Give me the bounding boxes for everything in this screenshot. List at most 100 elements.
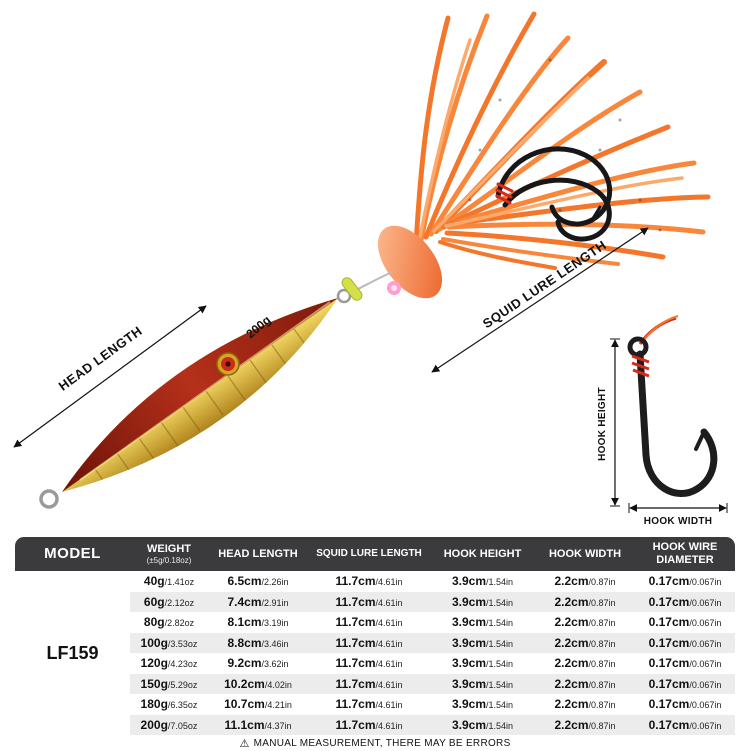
cell-subvalue: /4.61in <box>375 638 403 649</box>
cell-subvalue: /4.61in <box>375 577 403 588</box>
table-cell-squid: 11.7cm/4.61in <box>308 572 430 590</box>
connector <box>336 271 393 304</box>
footer-notice: ⚠ MANUAL MEASUREMENT, THERE MAY BE ERROR… <box>15 735 735 751</box>
skirt-speckles <box>468 58 662 232</box>
table-cell-wire: 0.17cm/0.067in <box>635 695 735 713</box>
table-cell-wire: 0.17cm/0.067in <box>635 572 735 590</box>
table-cell-hook_width: 2.2cm/0.87in <box>535 716 635 734</box>
cell-subvalue: /1.54in <box>486 577 514 588</box>
table-cell-weight: 40g/1.41oz <box>130 572 208 590</box>
table-cell-hook_width: 2.2cm/0.87in <box>535 654 635 672</box>
cell-subvalue: /3.53oz <box>167 638 198 649</box>
table-cell-wire: 0.17cm/0.067in <box>635 716 735 734</box>
table-cell-squid: 11.7cm/4.61in <box>308 675 430 693</box>
table-cell-wire: 0.17cm/0.067in <box>635 675 735 693</box>
cell-subvalue: /0.87in <box>588 577 616 588</box>
table-cell-hook_width: 2.2cm/0.87in <box>535 675 635 693</box>
header-head-length: HEAD LENGTH <box>218 547 298 560</box>
table-cell-hook_height: 3.9cm/1.54in <box>430 695 535 713</box>
cell-value: 100g <box>140 635 168 650</box>
jig-eye <box>216 352 240 376</box>
cell-value: 10.2cm <box>224 676 265 691</box>
cell-value: 3.9cm <box>451 656 486 671</box>
table-cell-weight: 80g/2.82oz <box>130 613 208 631</box>
cell-value: 2.2cm <box>554 635 589 650</box>
table-cell-hook_height: 3.9cm/1.54in <box>430 572 535 590</box>
cell-subvalue: /4.37in <box>264 720 292 731</box>
cell-subvalue: /1.54in <box>486 638 514 649</box>
cell-subvalue: /7.05oz <box>167 720 198 731</box>
cell-value: 150g <box>140 676 168 691</box>
cell-subvalue: /2.82oz <box>164 618 195 629</box>
table-cell-squid: 11.7cm/4.61in <box>308 613 430 631</box>
cell-value: 3.9cm <box>451 594 486 609</box>
hook-width-annotation: HOOK WIDTH <box>628 503 728 527</box>
cell-value: 3.9cm <box>451 717 486 732</box>
table-cell-hook_width: 2.2cm/0.87in <box>535 634 635 652</box>
cell-subvalue: /4.23oz <box>167 659 198 670</box>
cell-value: 0.17cm <box>648 574 690 589</box>
table-cell-squid: 11.7cm/4.61in <box>308 695 430 713</box>
cell-subvalue: /0.87in <box>588 720 616 731</box>
cell-value: 3.9cm <box>451 615 486 630</box>
cell-subvalue: /1.41oz <box>164 577 195 588</box>
table-cell-hook_width: 2.2cm/0.87in <box>535 613 635 631</box>
header-hook-wire-diameter: HOOK WIRE DIAMETER <box>635 541 735 566</box>
cell-subvalue: /0.067in <box>689 638 722 649</box>
cell-value: 200g <box>140 717 168 732</box>
cell-subvalue: /6.35oz <box>167 700 198 711</box>
hook-knot-wrap <box>631 354 650 378</box>
cell-subvalue: /0.87in <box>588 638 616 649</box>
table-cell-squid: 11.7cm/4.61in <box>308 716 430 734</box>
cell-value: 0.17cm <box>648 717 690 732</box>
cell-value: 0.17cm <box>648 594 690 609</box>
split-ring <box>336 288 352 304</box>
cell-value: 9.2cm <box>227 656 262 671</box>
cell-subvalue: /4.02in <box>264 679 292 690</box>
cell-value: 11.7cm <box>335 594 376 609</box>
footer-notice-text: MANUAL MEASUREMENT, THERE MAY BE ERRORS <box>253 737 511 749</box>
header-hook-height: HOOK HEIGHT <box>443 547 522 560</box>
table-cell-wire: 0.17cm/0.067in <box>635 654 735 672</box>
hook-height-label: HOOK HEIGHT <box>597 387 608 461</box>
table-cell-weight: 60g/2.12oz <box>130 593 208 611</box>
line-tie-ring <box>39 489 59 509</box>
hook-diagram: HOOK HEIGHT HOOK WIDTH <box>597 315 728 527</box>
table-cell-squid: 11.7cm/4.61in <box>308 593 430 611</box>
cell-subvalue: /3.19in <box>261 618 289 629</box>
table-cell-head: 9.2cm/3.62in <box>208 654 308 672</box>
cell-value: 0.17cm <box>648 676 690 691</box>
cell-subvalue: /0.067in <box>689 618 722 629</box>
header-hook-width: HOOK WIDTH <box>548 547 622 560</box>
cell-value: 11.7cm <box>335 717 376 732</box>
cell-subvalue: /4.61in <box>375 659 403 670</box>
cell-value: 10.7cm <box>224 697 265 712</box>
cell-subvalue: /0.067in <box>689 659 722 670</box>
table-cell-head: 7.4cm/2.91in <box>208 593 308 611</box>
table-cell-head: 6.5cm/2.26in <box>208 572 308 590</box>
cell-subvalue: /3.62in <box>261 659 289 670</box>
table-cell-weight: 180g/6.35oz <box>130 695 208 713</box>
cell-value: 8.1cm <box>227 615 262 630</box>
cell-subvalue: /1.54in <box>486 679 514 690</box>
cell-subvalue: /0.87in <box>588 679 616 690</box>
cell-value: 2.2cm <box>554 717 589 732</box>
table-cell-head: 11.1cm/4.37in <box>208 716 308 734</box>
table-cell-weight: 200g/7.05oz <box>130 716 208 734</box>
table-cell-hook_width: 2.2cm/0.87in <box>535 695 635 713</box>
product-illustration: 200g HEAD LENGTH SQUID LURE LENGTH <box>13 11 728 527</box>
table-cell-head: 8.8cm/3.46in <box>208 634 308 652</box>
cell-subvalue: /4.61in <box>375 597 403 608</box>
table-cell-head: 10.7cm/4.21in <box>208 695 308 713</box>
glow-stick <box>341 277 363 301</box>
header-weight-tolerance: (±5g/0.18oz) <box>146 555 192 565</box>
table-cell-wire: 0.17cm/0.067in <box>635 613 735 631</box>
cell-subvalue: /5.29oz <box>167 679 198 690</box>
table-cell-hook_height: 3.9cm/1.54in <box>430 654 535 672</box>
